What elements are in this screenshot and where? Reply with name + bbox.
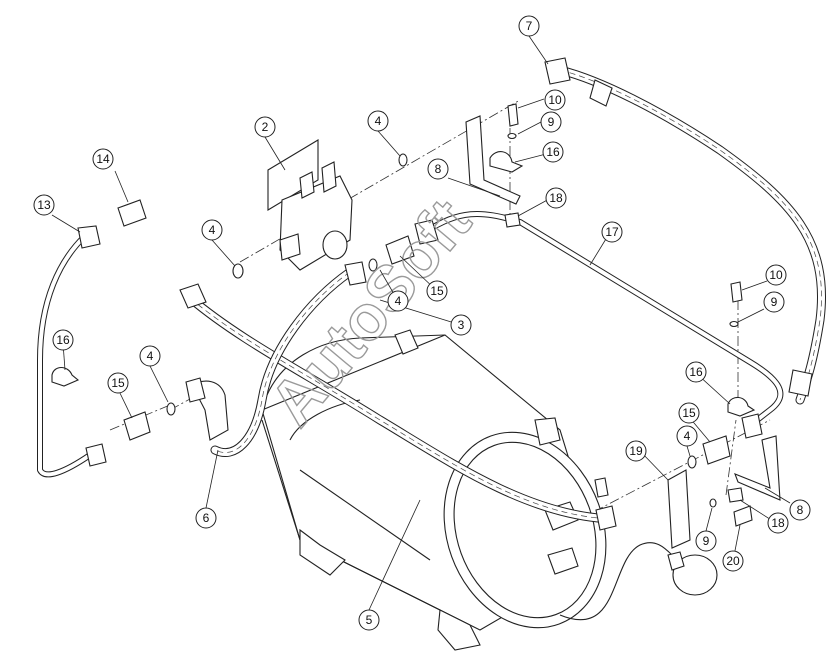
callout-14: 14 (92, 148, 114, 170)
callout-17-label: 17 (605, 225, 619, 239)
callout-6: 6 (195, 507, 217, 529)
callout-20-label: 20 (726, 554, 740, 568)
callout-16a: 16 (52, 329, 74, 351)
callout-3-label: 3 (458, 318, 465, 332)
callout-15b-label: 15 (430, 284, 444, 298)
hose-3 (179, 283, 617, 531)
callout-15b: 15 (426, 280, 448, 302)
callout-19: 19 (625, 440, 647, 462)
callout-9b-label: 9 (771, 295, 778, 309)
callout-9c-label: 9 (703, 534, 710, 548)
callout-4c: 4 (139, 345, 161, 367)
callout-5-label: 5 (366, 613, 373, 627)
callout-9c: 9 (695, 530, 717, 552)
callout-8b: 8 (789, 499, 811, 521)
callout-13: 13 (33, 194, 55, 216)
brackets (51, 115, 781, 549)
callout-9a: 9 (540, 111, 562, 133)
callout-6-label: 6 (203, 511, 210, 525)
callout-16b-label: 16 (546, 145, 560, 159)
callout-8b-label: 8 (797, 503, 804, 517)
hose-6 (185, 261, 367, 457)
callout-14-label: 14 (96, 152, 110, 166)
callout-4a-label: 4 (209, 223, 216, 237)
pressure-gauge (559, 542, 718, 621)
callout-10b: 10 (765, 264, 787, 286)
callout-16b: 16 (542, 141, 564, 163)
callout-4b: 4 (367, 110, 389, 132)
callout-10a: 10 (544, 89, 566, 111)
callout-15a-label: 15 (111, 376, 125, 390)
callout-4d: 4 (676, 425, 698, 447)
callout-20: 20 (722, 550, 744, 572)
callout-10b-label: 10 (769, 268, 783, 282)
callout-17: 17 (601, 221, 623, 243)
callout-2-label: 2 (262, 120, 269, 134)
callout-4d-label: 4 (684, 429, 691, 443)
air-tank (261, 329, 609, 651)
callout-13-label: 13 (37, 198, 51, 212)
callout-15a: 15 (107, 372, 129, 394)
callout-4c-label: 4 (147, 349, 154, 363)
callout-2: 2 (254, 116, 276, 138)
callout-16c-label: 16 (689, 365, 703, 379)
callout-3: 3 (450, 314, 472, 336)
callout-7: 7 (518, 15, 540, 37)
fittings (117, 103, 753, 527)
callout-18b-label: 18 (771, 516, 785, 530)
callout-10a-label: 10 (548, 93, 562, 107)
leader-lines (51, 35, 791, 611)
callout-4b-label: 4 (375, 114, 382, 128)
callout-18a: 18 (545, 187, 567, 209)
callout-16a-label: 16 (56, 333, 70, 347)
callout-16c: 16 (685, 361, 707, 383)
callout-8a: 8 (427, 158, 449, 180)
pipe-13 (37, 225, 107, 478)
callout-15c-label: 15 (682, 406, 696, 420)
regulator-valve (267, 139, 353, 271)
callout-15c: 15 (678, 402, 700, 424)
callout-19-label: 19 (629, 444, 643, 458)
callout-7-label: 7 (526, 19, 533, 33)
callout-4e-label: 4 (395, 294, 402, 308)
callout-4a: 4 (201, 219, 223, 241)
callout-8a-label: 8 (435, 162, 442, 176)
callout-5: 5 (358, 609, 380, 631)
callout-9a-label: 9 (548, 115, 555, 129)
callout-18b: 18 (767, 512, 789, 534)
callout-18a-label: 18 (549, 191, 563, 205)
callout-9b: 9 (763, 291, 785, 313)
hose-7 (544, 57, 826, 405)
callout-4e: 4 (387, 290, 409, 312)
